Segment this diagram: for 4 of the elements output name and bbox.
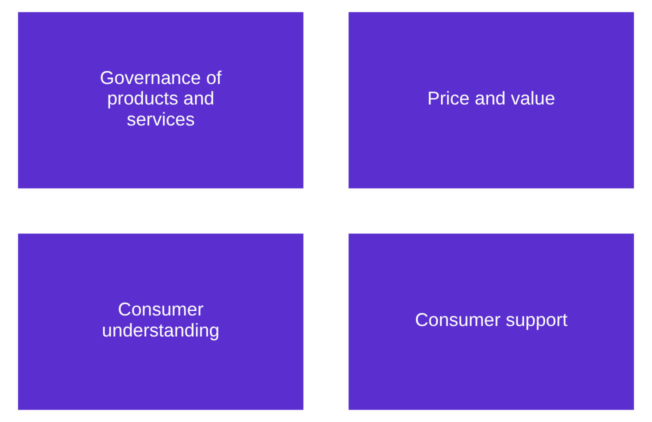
node-box: Governance of products and services	[18, 12, 304, 188]
node-box: Consumer understanding	[18, 234, 304, 410]
node-box: Consumer support	[348, 234, 634, 410]
node-box: Price and value	[348, 12, 634, 188]
